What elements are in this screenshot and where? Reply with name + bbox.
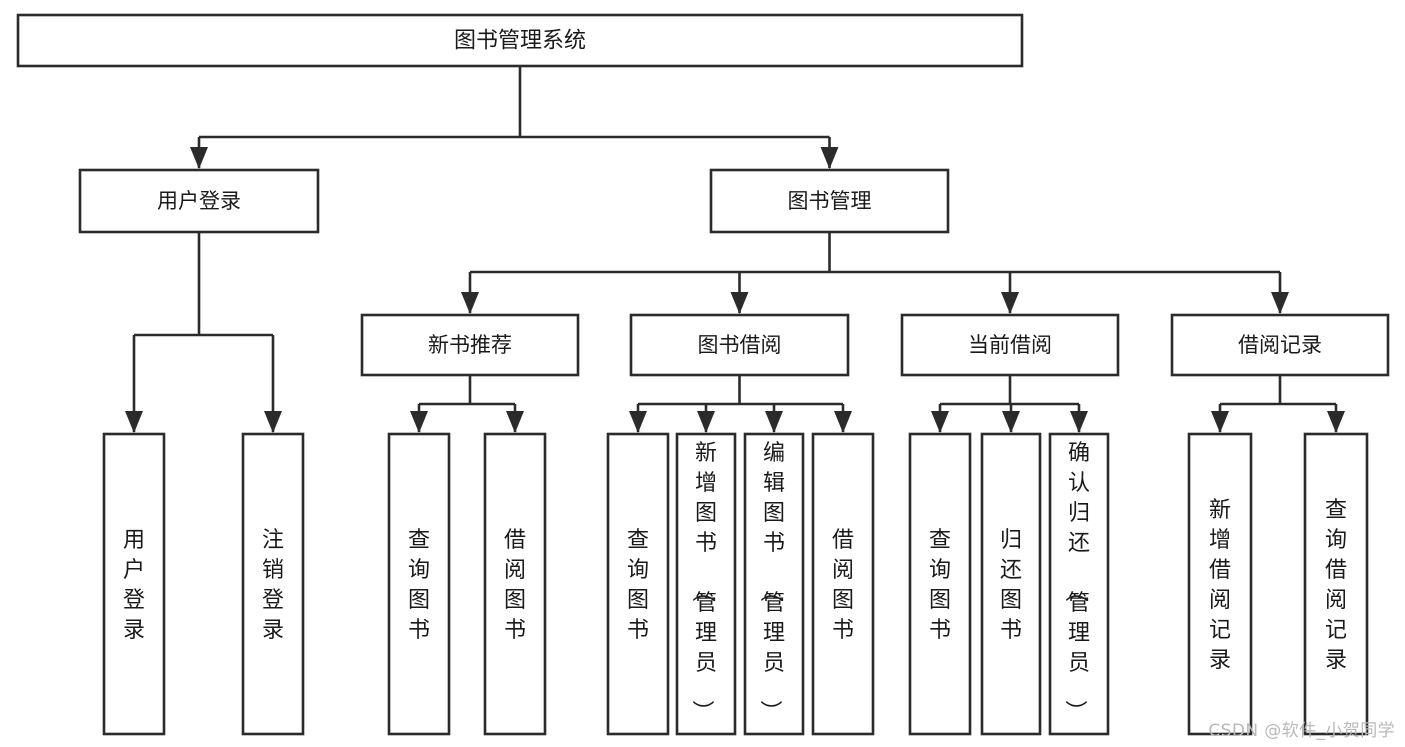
- level2-node-图书管理-box[interactable]: [709, 168, 950, 234]
- level3-node-借阅记录-label: 借阅记录: [1238, 333, 1322, 357]
- level3-node-新书推荐-box[interactable]: [360, 313, 580, 377]
- level3-node-图书借阅[interactable]: 图书借阅: [629, 313, 850, 377]
- leaf-box[interactable]: [1048, 432, 1110, 736]
- level2-node-图书管理[interactable]: 图书管理: [709, 168, 950, 234]
- arrow-head-icon: [730, 292, 749, 314]
- leaf-label: 归还图书: [1000, 528, 1022, 643]
- leaf-box[interactable]: [743, 432, 805, 736]
- leaf-box[interactable]: [1303, 432, 1369, 736]
- leaf-node[interactable]: 注销登录: [241, 432, 305, 736]
- leaf-label: 新增借阅记录: [1209, 498, 1231, 673]
- arrow-head-icon: [1271, 292, 1289, 314]
- arrow-head-icon: [834, 411, 852, 433]
- leaf-box[interactable]: [1187, 432, 1253, 736]
- arrow-head-icon: [765, 411, 783, 433]
- level3-node-当前借阅[interactable]: 当前借阅: [900, 313, 1120, 377]
- arrow-head-icon: [410, 411, 428, 433]
- leaf-label: 新增图书（管理员）: [689, 441, 717, 722]
- arrow-head-icon: [125, 411, 143, 433]
- level2-node-用户登录-label: 用户登录: [157, 189, 241, 213]
- arrow-head-icon: [931, 411, 949, 433]
- arrow-head-icon: [1211, 411, 1229, 433]
- level3-node-图书借阅-label: 图书借阅: [698, 333, 782, 357]
- arrow-head-icon: [461, 292, 479, 314]
- leaf-box[interactable]: [606, 432, 670, 736]
- leaf-node[interactable]: 归还图书: [980, 432, 1042, 736]
- level2-node-用户登录[interactable]: 用户登录: [78, 168, 320, 234]
- root-node-box[interactable]: [16, 13, 1024, 68]
- level3-node-新书推荐[interactable]: 新书推荐: [360, 313, 580, 377]
- leaf-label: 注销登录: [262, 528, 284, 643]
- root-node-label: 图书管理系统: [454, 29, 586, 54]
- leaf-label: 查询图书: [408, 528, 430, 643]
- arrow-head-icon: [264, 411, 282, 433]
- leaf-box[interactable]: [908, 432, 972, 736]
- arrow-head-icon: [1327, 411, 1345, 433]
- leaf-box[interactable]: [675, 432, 737, 736]
- level3-node-当前借阅-box[interactable]: [900, 313, 1120, 377]
- leaf-label: 查询图书: [627, 528, 649, 643]
- leaf-node[interactable]: 确认归还（管理员）: [1048, 432, 1110, 736]
- leaf-node[interactable]: 用户登录: [102, 432, 166, 736]
- leaf-box[interactable]: [387, 432, 451, 736]
- level3-node-当前借阅-label: 当前借阅: [968, 333, 1052, 357]
- leaf-label: 查询图书: [929, 528, 951, 643]
- leaf-label: 借阅图书: [504, 528, 526, 643]
- leaf-label: 确认归还（管理员）: [1062, 441, 1090, 722]
- arrow-head-icon: [1002, 411, 1020, 433]
- leaf-label: 借阅图书: [832, 528, 854, 643]
- leaf-label: 用户登录: [123, 528, 145, 643]
- leaf-node[interactable]: 借阅图书: [483, 432, 547, 736]
- arrow-head-icon: [190, 147, 208, 169]
- level2-node-图书管理-label: 图书管理: [788, 189, 872, 213]
- level3-node-借阅记录[interactable]: 借阅记录: [1170, 313, 1390, 377]
- leaf-node[interactable]: 查询图书: [387, 432, 451, 736]
- leaf-node[interactable]: 借阅图书: [811, 432, 875, 736]
- node-layer: 图书管理系统用户登录图书管理新书推荐图书借阅当前借阅借阅记录用户登录注销登录查询…: [16, 13, 1390, 736]
- leaf-box[interactable]: [102, 432, 166, 736]
- arrow-head-icon: [697, 411, 715, 433]
- leaf-label: 查询借阅记录: [1325, 498, 1347, 673]
- leaf-box[interactable]: [483, 432, 547, 736]
- arrow-head-icon: [1070, 411, 1088, 433]
- leaf-box[interactable]: [241, 432, 305, 736]
- leaf-node[interactable]: 查询借阅记录: [1303, 432, 1369, 736]
- arrow-head-icon: [1001, 292, 1019, 314]
- arrow-head-icon: [506, 411, 524, 433]
- level3-node-借阅记录-box[interactable]: [1170, 313, 1390, 377]
- level3-node-新书推荐-label: 新书推荐: [428, 333, 512, 357]
- leaf-node[interactable]: 新增借阅记录: [1187, 432, 1253, 736]
- arrow-head-icon: [820, 147, 839, 169]
- leaf-node[interactable]: 编辑图书（管理员）: [743, 432, 805, 736]
- level3-node-图书借阅-box[interactable]: [629, 313, 850, 377]
- root-node[interactable]: 图书管理系统: [16, 13, 1024, 68]
- arrow-head-icon: [629, 411, 647, 433]
- leaf-node[interactable]: 新增图书（管理员）: [675, 432, 737, 736]
- leaf-node[interactable]: 查询图书: [908, 432, 972, 736]
- leaf-node[interactable]: 查询图书: [606, 432, 670, 736]
- level2-node-用户登录-box[interactable]: [78, 168, 320, 234]
- connector-layer: [125, 66, 1345, 433]
- leaf-box[interactable]: [811, 432, 875, 736]
- leaf-label: 编辑图书（管理员）: [757, 441, 785, 722]
- watermark-text: CSDN @软件_小贺同学: [1208, 721, 1395, 741]
- leaf-box[interactable]: [980, 432, 1042, 736]
